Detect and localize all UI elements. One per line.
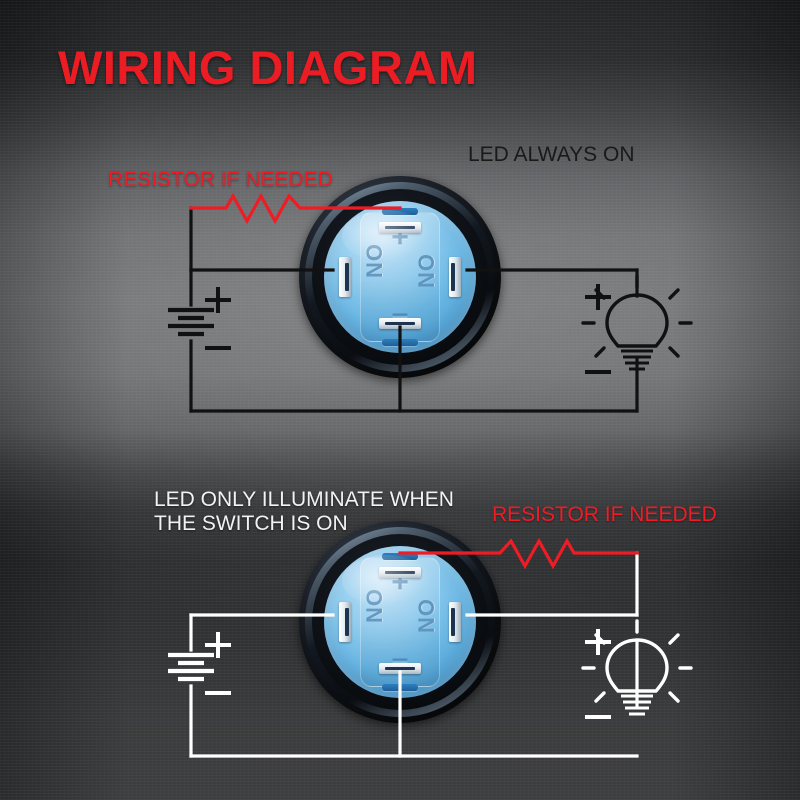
battery-symbol-top [168, 307, 214, 337]
resistor-symbol-top [189, 192, 402, 225]
resistor-symbol-bottom [398, 537, 639, 570]
lamp-symbol-bottom [581, 619, 693, 716]
battery-polarity-bottom [205, 632, 231, 695]
label-resistor-bottom: RESISTOR IF NEEDED [492, 503, 717, 526]
bottom-circuit-wires [189, 551, 639, 758]
label-mode-bottom-line2: THE SWITCH IS ON [154, 512, 348, 535]
switch-terminal-tab-top-2 [379, 567, 421, 578]
battery-polarity-top [205, 287, 231, 350]
label-mode-bottom-line1: LED ONLY ILLUMINATE WHEN [154, 488, 454, 511]
switch-terminal-tab-right-2 [449, 602, 461, 642]
switch-terminal-tab-bottom-2 [379, 663, 421, 674]
switch-terminal-tab-left [339, 257, 351, 297]
push-button-switch-bottom: + – NO NO [299, 521, 501, 723]
page-title: WIRING DIAGRAM [58, 41, 478, 94]
switch-terminal-tab-bottom [379, 318, 421, 329]
switch-slot-top-upper [382, 208, 418, 215]
lamp-polarity-top [585, 284, 611, 374]
switch-terminal-tab-left-2 [339, 602, 351, 642]
switch-slot-bottom-upper [382, 553, 418, 560]
switch-terminal-tab-top [379, 222, 421, 233]
label-resistor-top: RESISTOR IF NEEDED [108, 168, 333, 191]
top-circuit-wires [189, 206, 639, 413]
battery-symbol-bottom [168, 652, 214, 682]
lamp-polarity-bottom [585, 629, 611, 719]
label-mode-top: LED ALWAYS ON [468, 143, 635, 166]
switch-terminal-tab-right [449, 257, 461, 297]
